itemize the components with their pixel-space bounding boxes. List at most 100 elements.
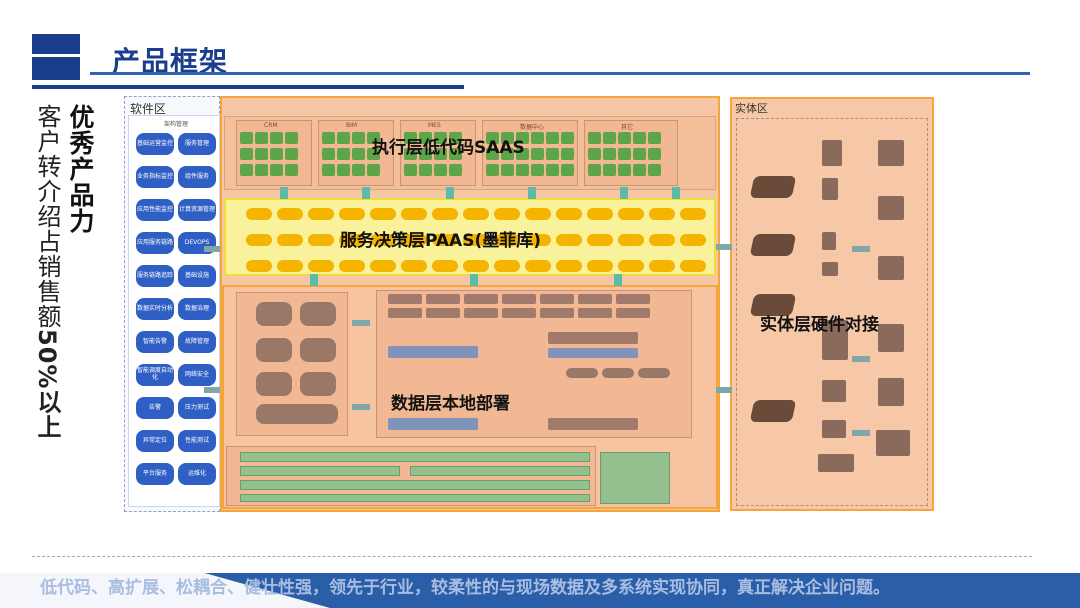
execution-module-chip: [337, 148, 350, 160]
execution-group-title: 其它: [621, 122, 633, 131]
service-node: [556, 208, 582, 220]
execution-module-chip: [561, 148, 574, 160]
infra-layer-bar: [240, 452, 590, 462]
infra-layer-bar: [240, 466, 400, 476]
execution-module-chip: [255, 164, 268, 176]
software-diagram-connector: [204, 246, 220, 252]
execution-module-chip: [322, 164, 335, 176]
service-data-connector: [470, 274, 478, 286]
software-module-pill: 告警: [136, 397, 174, 419]
execution-module-chip: [618, 148, 631, 160]
service-node: [680, 208, 706, 220]
execution-group-title: 数据中心: [520, 122, 544, 131]
service-node: [463, 208, 489, 220]
data-store-node: [300, 302, 336, 326]
execution-module-chip: [603, 164, 616, 176]
service-node: [587, 234, 613, 246]
execution-module-chip: [603, 148, 616, 160]
software-module-pill: 应用服务链路: [136, 232, 174, 254]
execution-module-chip: [285, 132, 298, 144]
data-store-node: [300, 338, 336, 362]
execution-module-chip: [546, 132, 559, 144]
software-module-pill: 智能调度自动化: [136, 364, 174, 386]
hardware-sensor: [818, 454, 854, 472]
service-node: [525, 208, 551, 220]
service-node: [680, 260, 706, 272]
compute-node: [548, 332, 638, 344]
compute-service: [616, 294, 650, 304]
hardware-equipment: [878, 256, 904, 280]
execution-module-chip: [603, 132, 616, 144]
execution-module-chip: [449, 164, 462, 176]
software-module-heading: 架构管理: [164, 119, 188, 128]
service-node: [277, 234, 303, 246]
compute-service: [578, 308, 612, 318]
compute-service: [388, 294, 422, 304]
execution-module-chip: [561, 164, 574, 176]
execution-module-chip: [486, 164, 499, 176]
compute-service: [578, 294, 612, 304]
service-node: [401, 260, 427, 272]
service-node: [308, 208, 334, 220]
execution-module-chip: [270, 164, 283, 176]
software-module-pill: 计算资源管理: [178, 199, 216, 221]
hardware-sensor: [822, 262, 838, 276]
software-module-pill: 智能告警: [136, 331, 174, 353]
data-store-node: [256, 338, 292, 362]
compute-node: [548, 418, 638, 430]
execution-module-chip: [546, 148, 559, 160]
execution-module-chip: [322, 148, 335, 160]
execution-module-chip: [270, 148, 283, 160]
hardware-internal-connector: [852, 356, 870, 362]
footer-slogan: 低代码、高扩展、松耦合、健壮性强，领先于行业，较柔性的与现场数据及多系统实现协同…: [40, 573, 890, 598]
data-layer-label: 数据层本地部署: [391, 389, 510, 414]
compute-engine: [388, 418, 478, 430]
service-node: [432, 260, 458, 272]
execution-module-chip: [501, 164, 514, 176]
service-node: [525, 260, 551, 272]
compute-node: [602, 368, 634, 378]
software-module-pill: 网络安全: [178, 364, 216, 386]
execution-module-chip: [404, 164, 417, 176]
hardware-device: [750, 234, 797, 256]
infra-layer-bar: [410, 466, 590, 476]
execution-module-chip: [419, 164, 432, 176]
service-node: [277, 260, 303, 272]
software-module-pill: 基础运营监控: [136, 133, 174, 155]
service-node: [649, 234, 675, 246]
execution-module-chip: [352, 148, 365, 160]
service-node: [587, 260, 613, 272]
data-panel-connector: [352, 404, 370, 410]
service-node: [494, 260, 520, 272]
service-node: [339, 208, 365, 220]
execution-module-chip: [588, 148, 601, 160]
software-module-pill: 服务管理: [178, 133, 216, 155]
software-module-pill: 服务链路追踪: [136, 265, 174, 287]
service-node: [370, 260, 396, 272]
execution-module-chip: [367, 164, 380, 176]
software-module-pill: 数据治理: [178, 298, 216, 320]
service-node: [277, 208, 303, 220]
service-node: [246, 208, 272, 220]
diagram-hardware-connector: [716, 244, 732, 250]
compute-node: [566, 368, 598, 378]
compute-service: [540, 308, 574, 318]
execution-module-chip: [516, 164, 529, 176]
execution-module-chip: [633, 164, 646, 176]
compute-service: [464, 294, 498, 304]
data-store-node: [256, 372, 292, 396]
hardware-sensor: [822, 232, 836, 250]
hardware-equipment: [876, 430, 910, 456]
compute-service: [502, 294, 536, 304]
exec-service-connector: [620, 187, 628, 199]
service-node: [308, 234, 334, 246]
compute-service: [388, 308, 422, 318]
service-node: [680, 234, 706, 246]
service-node: [308, 260, 334, 272]
execution-module-chip: [618, 164, 631, 176]
hardware-equipment: [878, 378, 904, 406]
execution-module-chip: [588, 164, 601, 176]
hardware-area-label: 实体区: [735, 100, 768, 116]
execution-module-chip: [531, 148, 544, 160]
service-node: [246, 260, 272, 272]
